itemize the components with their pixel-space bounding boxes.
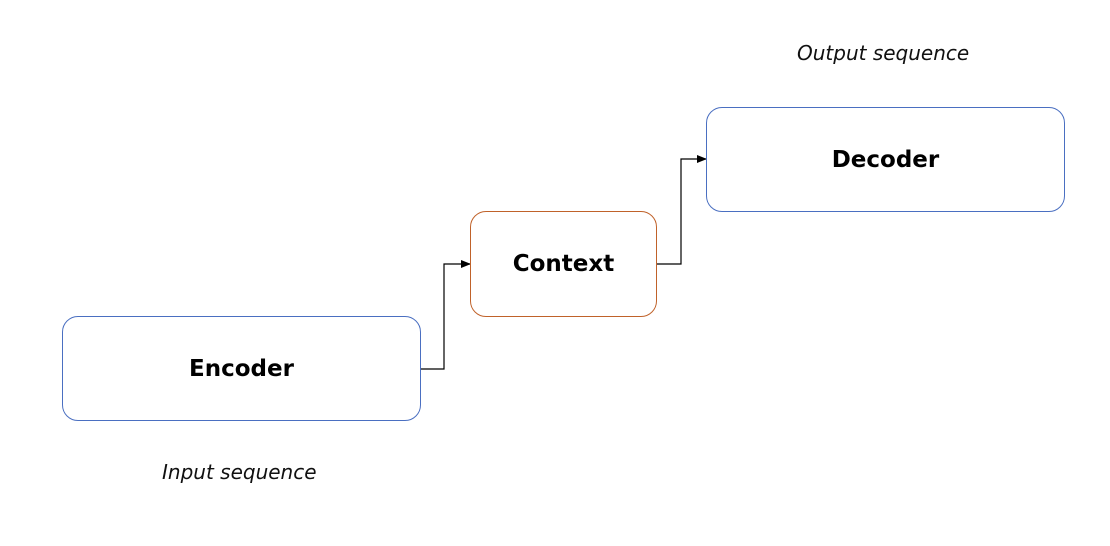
- input-sequence-caption: Input sequence: [162, 460, 317, 484]
- context-node: Context: [470, 211, 657, 317]
- edge-encoder-to-context: [421, 260, 471, 370]
- encoder-label: Encoder: [189, 355, 294, 382]
- decoder-label: Decoder: [831, 146, 940, 173]
- output-sequence-caption: Output sequence: [797, 41, 970, 65]
- context-label: Context: [512, 251, 615, 277]
- edge-context-to-decoder: [657, 155, 707, 265]
- encoder-node: Encoder: [62, 316, 421, 421]
- decoder-node: Decoder: [706, 107, 1065, 212]
